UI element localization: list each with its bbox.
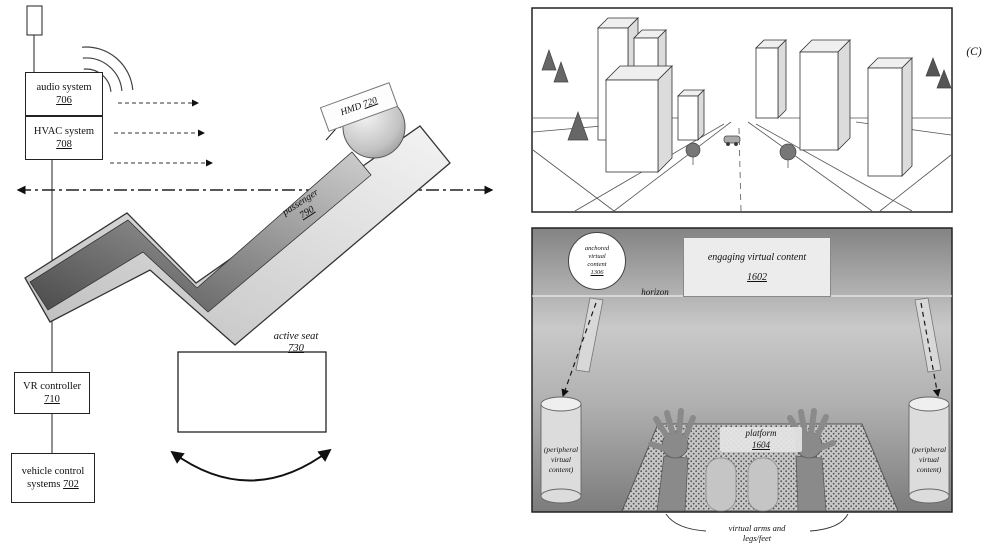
platform-label: platform 1604 bbox=[720, 427, 802, 453]
recline-motion-arrow bbox=[170, 448, 332, 482]
peripheral-right-line3: content) bbox=[916, 464, 942, 474]
hvac-system-box: HVAC system 708 bbox=[25, 116, 103, 160]
peripheral-content-label-left: (peripheral virtual content) bbox=[532, 445, 590, 474]
virtual-leg bbox=[705, 457, 737, 512]
left-peripheral-cylinder bbox=[540, 396, 582, 504]
building bbox=[755, 39, 787, 119]
trees bbox=[541, 48, 952, 168]
vehicle-control-text: vehicle control systems 702 bbox=[14, 465, 92, 491]
virtual-arms-caption: virtual arms and legs/feet bbox=[707, 523, 807, 543]
building bbox=[677, 89, 705, 141]
horizon-label: horizon bbox=[641, 287, 669, 297]
anchored-line1: anchored bbox=[584, 244, 610, 252]
hvac-system-ref: 708 bbox=[56, 139, 72, 150]
anchored-content-circle: anchored virtual content 1306 bbox=[568, 232, 626, 290]
caption-pointer-left bbox=[665, 513, 707, 532]
peripheral-right-line1: (peripheral bbox=[911, 445, 947, 454]
anchored-line2: virtual bbox=[588, 252, 606, 260]
peripheral-content-label-right: (peripheral virtual content) bbox=[900, 445, 958, 474]
pine-tree-icon bbox=[553, 60, 569, 83]
engaging-content-label: engaging virtual content bbox=[707, 251, 807, 263]
right-peripheral-cylinder bbox=[908, 396, 950, 504]
vehicle-control-ref: 702 bbox=[63, 479, 79, 490]
right-banner-pole bbox=[914, 297, 942, 373]
hmd-ref: 720 bbox=[361, 95, 379, 111]
vehicle-control-box: vehicle control systems 702 bbox=[11, 453, 95, 503]
left-virtual-hand bbox=[648, 408, 696, 512]
platform-ref: 1604 bbox=[752, 439, 770, 450]
vr-controller-label: VR controller bbox=[22, 380, 82, 392]
vr-controller-box: VR controller 710 bbox=[14, 372, 90, 414]
buildings bbox=[597, 17, 913, 177]
building bbox=[799, 39, 851, 151]
street-view-panel bbox=[531, 7, 953, 213]
round-tree-icon bbox=[779, 143, 797, 161]
hvac-system-label: HVAC system bbox=[33, 125, 95, 137]
peripheral-left-line2: virtual bbox=[551, 454, 571, 464]
vehicle-cabin-diagram bbox=[16, 5, 494, 482]
anchored-ref: 1306 bbox=[590, 269, 604, 277]
round-tree-icon bbox=[685, 142, 701, 158]
hmd-label-text: HMD bbox=[339, 101, 364, 119]
audio-system-ref: 706 bbox=[56, 95, 72, 106]
panel-c-label: (C) bbox=[966, 46, 982, 58]
audio-system-box: audio system 706 bbox=[25, 72, 103, 116]
audio-system-label: audio system bbox=[36, 81, 92, 93]
ceiling-fixture bbox=[26, 5, 43, 36]
car-icon bbox=[723, 135, 741, 146]
seat-base bbox=[177, 351, 327, 433]
pine-tree-icon bbox=[936, 69, 952, 89]
active-seat-label: active seat 730 bbox=[250, 331, 342, 356]
pine-tree-icon bbox=[567, 110, 589, 141]
peripheral-left-line3: content) bbox=[548, 464, 574, 474]
pine-tree-icon bbox=[541, 48, 557, 71]
vr-controller-ref: 710 bbox=[44, 394, 60, 405]
engaging-content-ref: 1602 bbox=[747, 271, 767, 283]
airflow-arrows bbox=[110, 99, 214, 167]
vehicle-control-label: vehicle control systems bbox=[21, 465, 85, 490]
virtual-leg bbox=[747, 457, 779, 512]
peripheral-right-line2: virtual bbox=[919, 454, 939, 464]
arms-caption-line2: legs/feet bbox=[742, 533, 772, 544]
peripheral-left-line1: (peripheral bbox=[543, 445, 579, 454]
engaging-content-box: engaging virtual content 1602 bbox=[683, 237, 831, 297]
building bbox=[605, 65, 673, 173]
pine-tree-icon bbox=[925, 57, 941, 77]
active-seat-label-text: active seat bbox=[273, 331, 319, 342]
passenger-body bbox=[29, 151, 372, 313]
caption-pointer-right bbox=[809, 513, 849, 532]
platform-label-text: platform bbox=[745, 428, 777, 438]
arms-caption-line1: virtual arms and bbox=[728, 523, 786, 533]
anchored-line3: content bbox=[587, 261, 607, 268]
active-seat-ref: 730 bbox=[288, 343, 304, 355]
right-dashed-arrow bbox=[920, 302, 941, 398]
left-dashed-arrow bbox=[561, 302, 597, 398]
building bbox=[867, 57, 913, 177]
